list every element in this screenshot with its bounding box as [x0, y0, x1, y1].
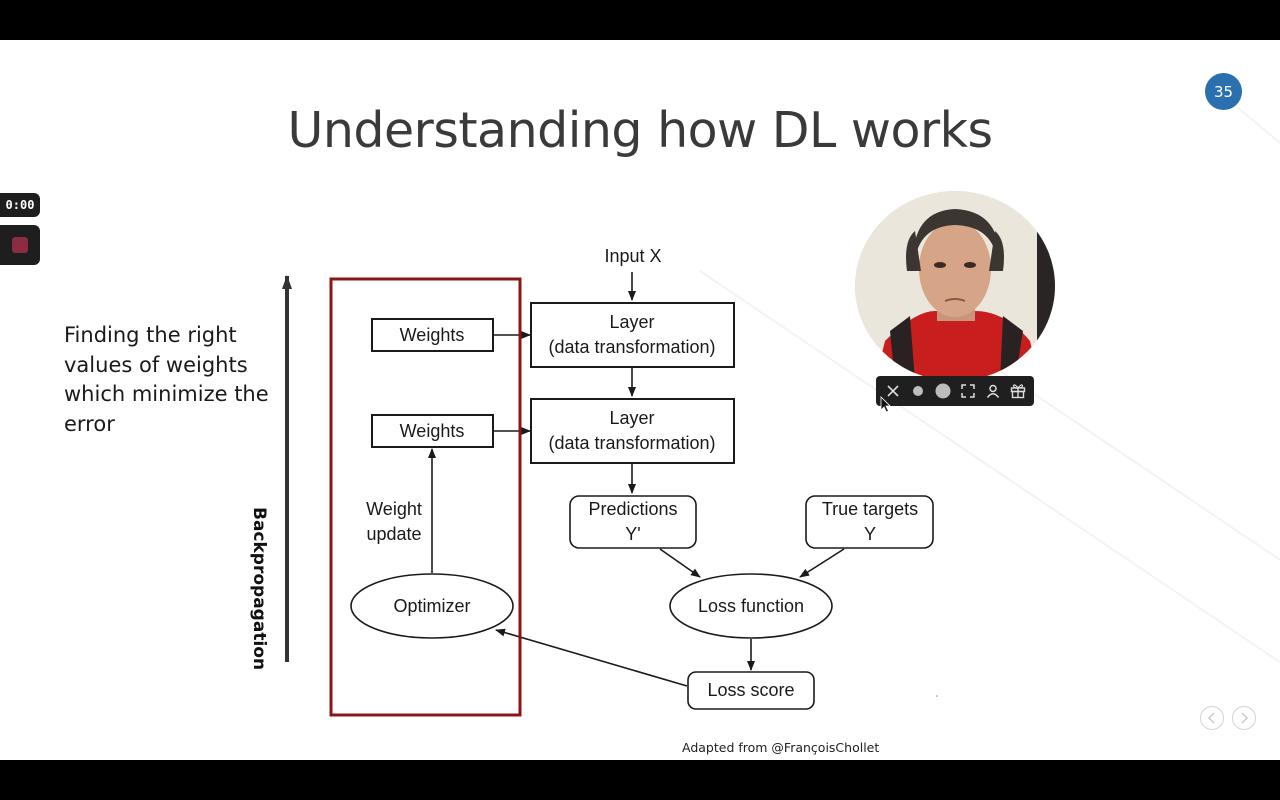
- recording-timer: 0:00: [0, 193, 40, 217]
- optimizer-label: Optimizer: [393, 596, 470, 616]
- fullscreen-icon[interactable]: [958, 381, 978, 401]
- backpropagation-label: Backpropagation: [249, 507, 269, 671]
- letterbox-bottom: [0, 760, 1280, 800]
- layer-box-1: [530, 302, 735, 368]
- slide-title: Understanding how DL works: [287, 102, 994, 159]
- weights-1-label: Weights: [400, 325, 465, 345]
- letterbox-top: [0, 0, 1280, 40]
- true-targets-label-1: True targets: [822, 499, 918, 519]
- small-dot-icon[interactable]: [908, 381, 928, 401]
- loss-score-to-optimizer-arrow: [495, 628, 688, 687]
- weight-update-label-2: update: [366, 524, 421, 544]
- weights-box-1: [371, 318, 494, 352]
- previous-slide-button[interactable]: [1200, 706, 1224, 730]
- close-icon[interactable]: [883, 381, 903, 401]
- targets-to-loss-arrow: [799, 548, 845, 578]
- weights-box-2: [371, 414, 494, 448]
- weight-update-label-1: Weight: [366, 499, 422, 519]
- true-targets-node: [805, 495, 934, 549]
- optimizer-node: [350, 573, 514, 639]
- loss-score-label: Loss score: [707, 680, 794, 700]
- person-icon[interactable]: [983, 381, 1003, 401]
- presenter-video: [855, 191, 1055, 381]
- webcam-toolbar: [876, 376, 1034, 406]
- chevron-left-icon: [1208, 712, 1215, 724]
- layer-box-2: [530, 398, 735, 464]
- large-dot-icon[interactable]: [933, 381, 953, 401]
- layer-1-subtitle: (data transformation): [548, 337, 715, 357]
- credit-text: Adapted from @FrançoisChollet: [682, 740, 880, 755]
- mouse-cursor-icon: [880, 396, 892, 419]
- deep-learning-diagram: Input X Layer (data transformation) Laye…: [282, 246, 938, 717]
- loss-score-node: [687, 671, 815, 710]
- true-targets-label-2: Y: [864, 524, 876, 544]
- predictions-node: [569, 495, 697, 549]
- webcam-bubble[interactable]: [855, 191, 1055, 381]
- loss-function-label: Loss function: [698, 596, 804, 616]
- loss-function-node: [669, 573, 833, 639]
- gift-icon[interactable]: [1008, 381, 1028, 401]
- page-number-badge: 35: [1205, 73, 1242, 110]
- layer-2-subtitle: (data transformation): [548, 433, 715, 453]
- layer-1-title: Layer: [609, 312, 654, 332]
- highlight-box: [329, 277, 522, 717]
- predictions-label-1: Predictions: [588, 499, 677, 519]
- weights-2-label: Weights: [400, 421, 465, 441]
- slide: Understanding how DL works 35 Finding th…: [0, 40, 1280, 760]
- slide-side-text: Finding the right values of weights whic…: [64, 323, 269, 436]
- predictions-to-loss-arrow: [659, 548, 701, 578]
- layer-2-title: Layer: [609, 408, 654, 428]
- input-label: Input X: [604, 246, 661, 266]
- chevron-right-icon: [1241, 712, 1248, 724]
- stop-square-icon: [12, 237, 28, 253]
- next-slide-button[interactable]: [1232, 706, 1256, 730]
- stray-dot: [936, 695, 938, 697]
- predictions-label-2: Y': [625, 524, 640, 544]
- stop-recording-button[interactable]: [0, 225, 40, 265]
